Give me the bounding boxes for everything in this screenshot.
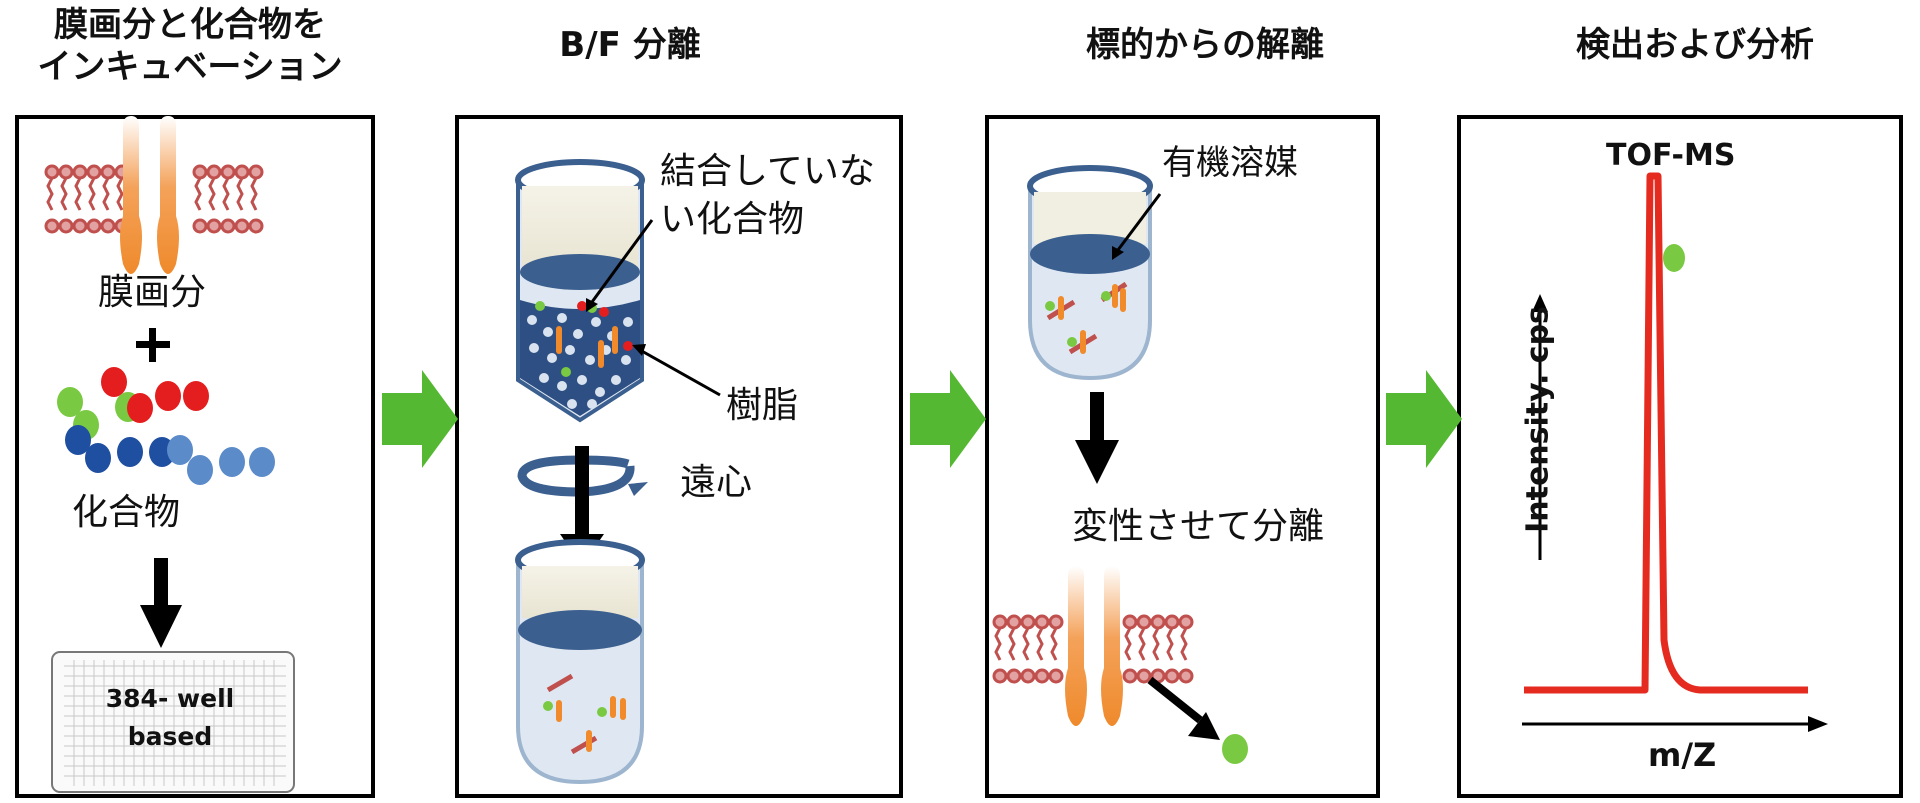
plate-label-line1: 384- well (105, 684, 235, 713)
panel-dissociation (985, 115, 1380, 798)
solvent-label: 有機溶媒 (1162, 143, 1298, 183)
membrane-label: 膜画分 (98, 272, 207, 313)
instrument-label: TOF-MS (1606, 138, 1736, 173)
plate-label-line2: based (127, 722, 213, 751)
step1-title-line2: インキュベーション (37, 47, 343, 87)
unbound-label-line2: い化合物 (660, 199, 805, 240)
unbound-compound-label: 結合していな い化合物 (660, 148, 875, 244)
step1-title: 膜画分と化合物を インキュベーション (10, 4, 370, 88)
step1-title-line1: 膜画分と化合物を (54, 5, 326, 45)
unbound-label-line1: 結合していな (660, 151, 875, 192)
y-axis-label: Intensity. cps (1520, 306, 1556, 533)
step4-title: 検出および分析 (1576, 25, 1814, 65)
step2-title: B/F 分離 (559, 25, 701, 65)
compound-label: 化合物 (72, 492, 181, 533)
x-axis-label: m/Z (1648, 736, 1717, 774)
step3-title: 標的からの解離 (1086, 25, 1324, 65)
plate-label: 384- well based (80, 680, 260, 756)
denature-label: 変性させて分離 (1072, 506, 1325, 547)
centrifuge-label: 遠心 (680, 462, 753, 503)
resin-label: 樹脂 (726, 385, 799, 426)
